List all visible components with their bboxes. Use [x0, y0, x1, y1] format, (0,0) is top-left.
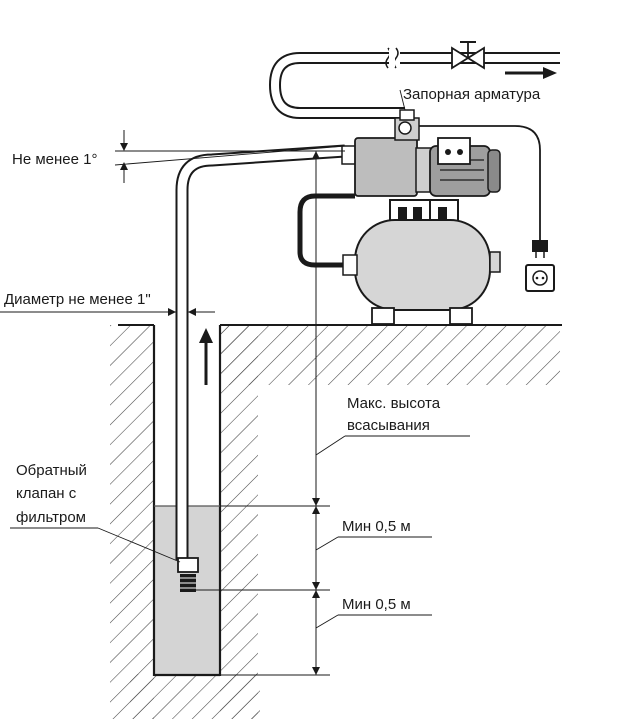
check-valve-label-line3: фильтром [16, 509, 86, 526]
pressure-hose [297, 193, 355, 268]
flow-up-arrow [199, 328, 213, 385]
pump-unit [341, 109, 501, 227]
min-depth-upper-label: Мин 0,5 м [342, 518, 411, 535]
discharge-pipe [268, 47, 560, 119]
angle-label: Не менее 1° [12, 151, 97, 168]
suction-pipe [175, 144, 346, 560]
socket-icon [525, 264, 555, 292]
diameter-dimension [0, 308, 215, 316]
angle-indicator [114, 130, 346, 183]
min-depth-lower-label: Мин 0,5 м [342, 596, 411, 613]
max-suction-label-line1: Макс. высота [347, 395, 441, 412]
pressure-tank [342, 219, 501, 325]
check-valve-label-line1: Обратный [16, 462, 87, 479]
ground [110, 324, 562, 719]
height-dimensions [196, 151, 330, 676]
check-valve-label-line2: клапан с [16, 485, 77, 502]
flow-direction-arrow [505, 67, 557, 79]
shutoff-valve-label: Запорная арматура [403, 86, 541, 103]
check-valve [177, 557, 199, 592]
diameter-label: Диаметр не менее 1" [4, 291, 151, 308]
power-cord [419, 125, 548, 258]
shutoff-valve-icon [451, 41, 485, 70]
max-suction-label-line2: всасывания [347, 417, 430, 434]
leader-lines [10, 89, 470, 629]
